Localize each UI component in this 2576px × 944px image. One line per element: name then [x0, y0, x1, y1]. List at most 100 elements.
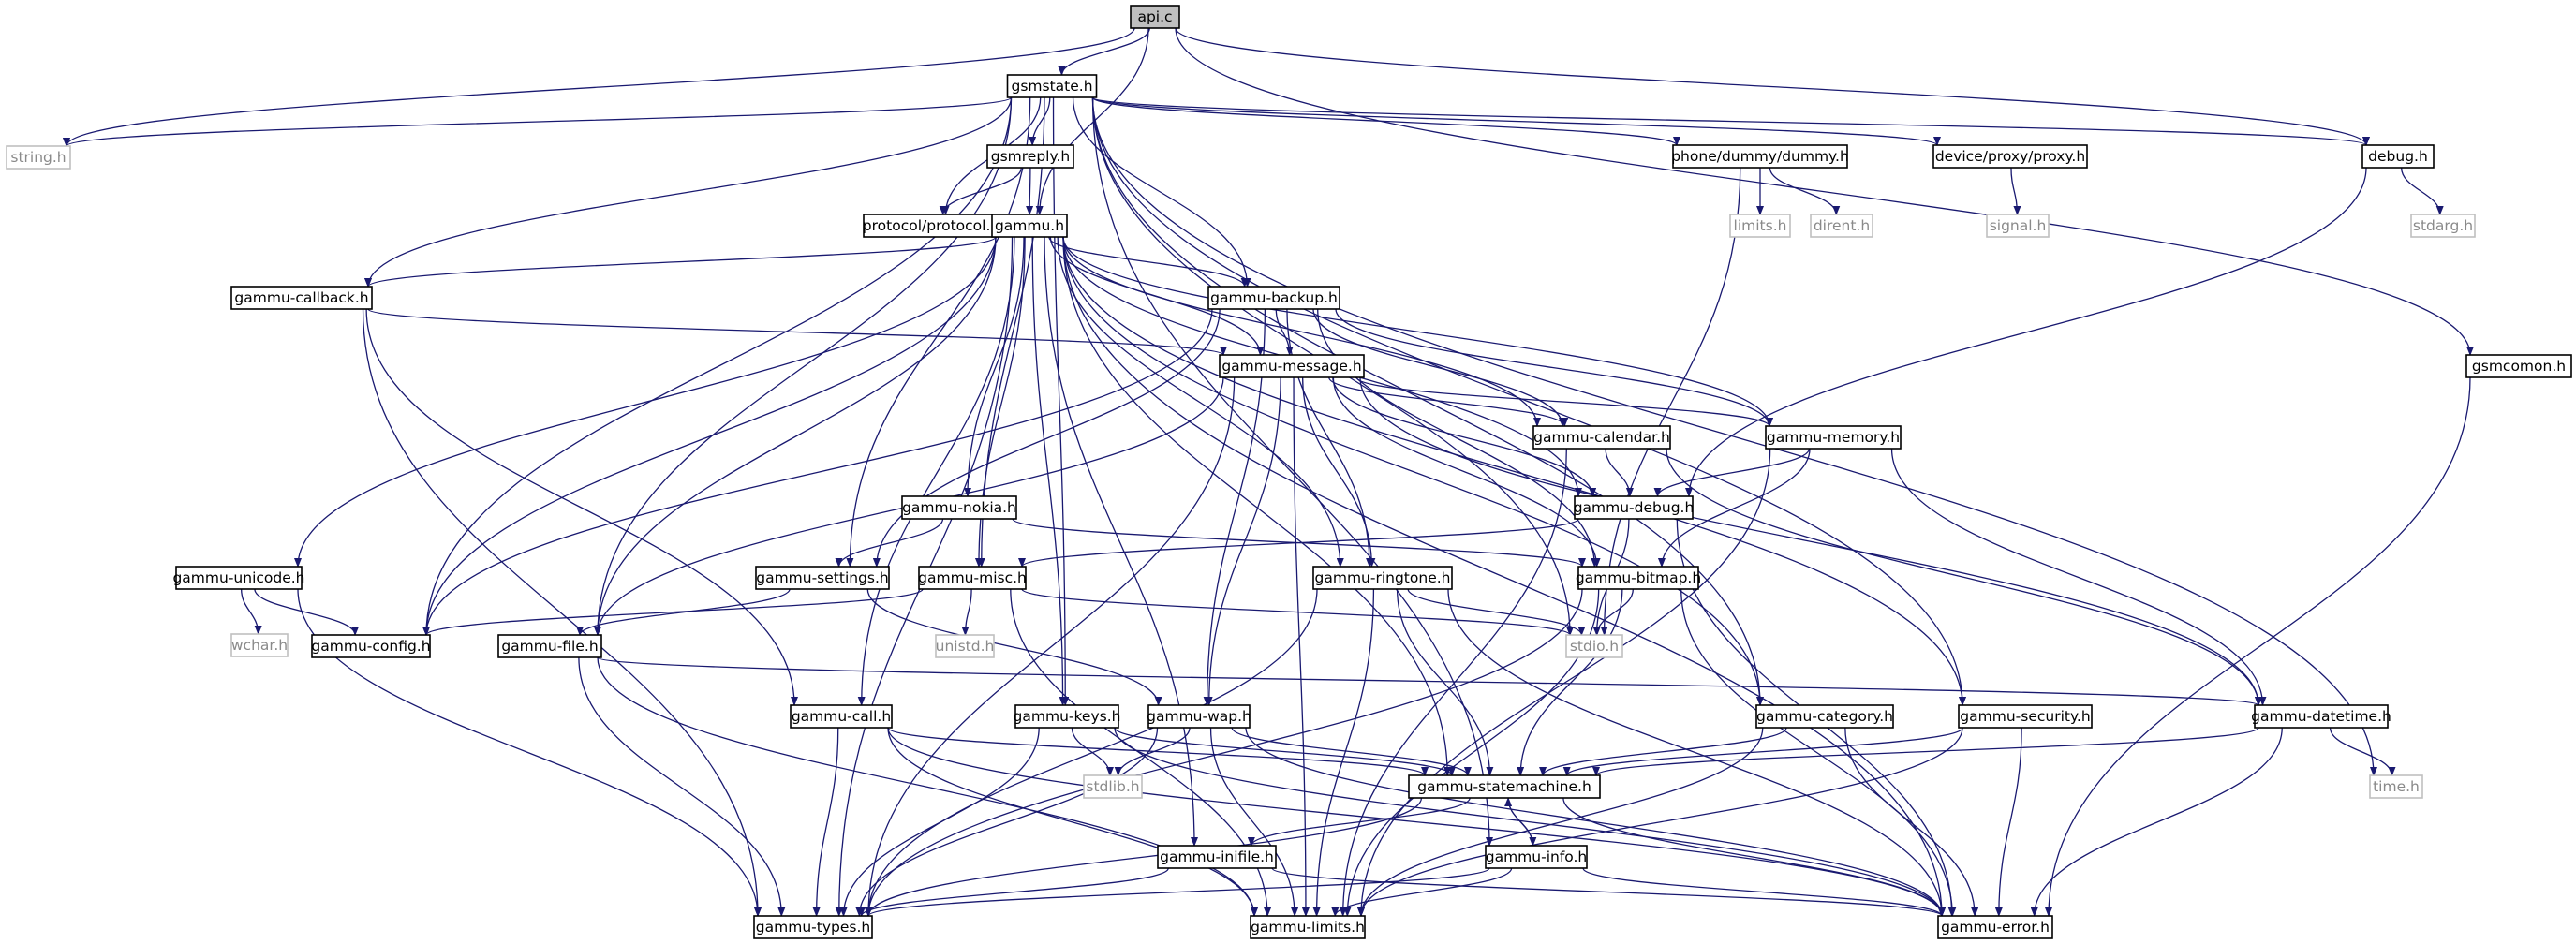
node-gammu-debug-h[interactable]: gammu-debug.h — [1574, 495, 1695, 520]
node-gammu-calendar-h[interactable]: gammu-calendar.h — [1532, 425, 1671, 450]
edge-gammu_call_h-to-gammu_statemachine_h — [887, 727, 1429, 776]
edge-gammu_h-to-gammu_call_h — [857, 236, 1015, 706]
node-gsmcomon-h[interactable]: gsmcomon.h — [2465, 354, 2572, 378]
node-box — [497, 634, 602, 658]
node-gammu-statemachine-h[interactable]: gammu-statemachine.h — [1408, 774, 1601, 799]
edge-gammu_backup_h-to-gammu_config_h — [422, 308, 1213, 636]
node-label: protocol/protocol.h — [863, 217, 999, 234]
edge-gsmstate_h-to-gammu_info_h — [1091, 96, 1493, 847]
edge-gammu_h-to-gammu_config_h — [422, 236, 997, 636]
node-label: gammu-memory.h — [1767, 429, 1900, 446]
edge-gammu_backup_h-to-gammu_calendar_h — [1312, 308, 1566, 427]
node-box — [1157, 845, 1277, 869]
node-box — [1006, 74, 1098, 98]
node-gammu-security-h[interactable]: gammu-security.h — [1958, 704, 2093, 729]
node-gammu-types-h[interactable]: gammu-types.h — [753, 915, 873, 939]
node-protocol-h[interactable]: protocol/protocol.h — [863, 214, 999, 238]
edge-gammu_keys_h-to-gammu_error_h — [1114, 727, 1946, 917]
node-label: gammu-inifile.h — [1160, 848, 1274, 865]
edge-gammu_call_h-to-gammu_error_h — [887, 727, 1946, 917]
node-gammu-config-h[interactable]: gammu-config.h — [311, 634, 431, 658]
edge-gsmstate_h-to-gammu_misc_h — [977, 96, 1045, 568]
node-gammu-limits-h[interactable]: gammu-limits.h — [1250, 915, 1366, 939]
edge-debug_h-to-gammu_debug_h — [1685, 167, 2367, 497]
node-phone-dummy-h[interactable]: phone/dummy/dummy.h — [1671, 144, 1849, 169]
edge-gsmstate_h-to-gammu_settings_h — [846, 96, 1031, 568]
node-gammu-keys-h[interactable]: gammu-keys.h — [1014, 704, 1121, 729]
edge-gammu_debug_h-to-gammu_misc_h — [1018, 518, 1579, 568]
node-box — [1574, 495, 1694, 520]
node-gammu-backup-h[interactable]: gammu-backup.h — [1207, 286, 1340, 310]
edge-gammu_category_h-to-gammu_error_h — [1844, 727, 1979, 917]
node-gammu-settings-h[interactable]: gammu-settings.h — [755, 566, 890, 590]
node-gammu-error-h[interactable]: gammu-error.h — [1937, 915, 2053, 939]
node-device-proxy-h[interactable]: device/proxy/proxy.h — [1932, 144, 2088, 169]
node-box — [2465, 354, 2572, 378]
node-gammu-memory-h[interactable]: gammu-memory.h — [1765, 425, 1902, 450]
node-unistd-h: unistd.h — [935, 634, 995, 658]
edge-gsmstate_h-to-gsmreply_h — [1029, 96, 1051, 146]
node-label: gammu-message.h — [1221, 358, 1361, 375]
node-gammu-category-h[interactable]: gammu-category.h — [1755, 704, 1894, 729]
edge-gammu_memory_h-to-gammu_datetime_h — [1890, 448, 2267, 706]
node-gammu-callback-h[interactable]: gammu-callback.h — [230, 286, 373, 310]
edge-gsmcomon_h-to-gammu_error_h — [2045, 376, 2471, 917]
node-gammu-message-h[interactable]: gammu-message.h — [1219, 354, 1365, 378]
node-label: gammu-file.h — [501, 638, 598, 655]
edge-gsmstate_h-to-gammu_file_h — [594, 96, 1013, 636]
edge-gammu_message_h-to-gammu_ringtone_h — [1301, 376, 1376, 568]
node-box — [1485, 845, 1588, 869]
node-api-c[interactable]: api.c — [1130, 5, 1180, 29]
edge-gammu_message_h-to-gammu_types_h — [865, 376, 1236, 917]
edge-gammu_bitmap_h-to-gammu_types_h — [865, 588, 1583, 917]
node-gammu-wap-h[interactable]: gammu-wap.h — [1147, 704, 1251, 729]
node-label: gammu-limits.h — [1251, 919, 1365, 936]
edge-gammu_callback_h-to-gammu_types_h — [362, 308, 762, 917]
node-gsmstate-h[interactable]: gsmstate.h — [1006, 74, 1098, 98]
node-gammu-h[interactable]: gammu.h — [991, 214, 1068, 238]
edge-gammu_unicode_h-to-wchar_h — [240, 588, 262, 635]
node-box — [1130, 5, 1180, 29]
edge-gsmstate_h-to-gammu_security_h — [1091, 96, 1966, 706]
node-label: time.h — [2373, 778, 2420, 795]
node-box — [311, 634, 431, 658]
edge-gammu_calendar_h-to-gammu_debug_h — [1605, 448, 1634, 497]
node-label: gsmstate.h — [1011, 78, 1092, 95]
edge-gammu_h-to-gammu_security_h — [1062, 236, 1966, 706]
edge-gammu_info_h-to-gammu_types_h — [865, 867, 1490, 917]
node-gammu-ringtone-h[interactable]: gammu-ringtone.h — [1312, 566, 1453, 590]
node-box — [2254, 704, 2389, 729]
edge-gammu_ringtone_h-to-gammu_statemachine_h — [1396, 588, 1494, 776]
edge-gammu_info_h-to-gammu_error_h — [1582, 867, 1946, 917]
node-gammu-inifile-h[interactable]: gammu-inifile.h — [1157, 845, 1277, 869]
edge-layer — [63, 27, 2474, 917]
edge-gammu_h-to-gammu_error_h — [1062, 236, 1946, 917]
edge-gammu_datetime_h-to-gammu_statemachine_h — [1592, 727, 2259, 776]
node-gammu-bitmap-h[interactable]: gammu-bitmap.h — [1576, 566, 1701, 590]
edge-gammu_nokia_h-to-gammu_settings_h — [835, 518, 944, 568]
node-label: dirent.h — [1814, 217, 1870, 234]
node-gammu-datetime-h[interactable]: gammu-datetime.h — [2251, 704, 2391, 729]
node-time-h: time.h — [2369, 774, 2423, 799]
node-gammu-info-h[interactable]: gammu-info.h — [1485, 845, 1588, 869]
node-string-h: string.h — [6, 145, 71, 170]
node-gammu-misc-h[interactable]: gammu-misc.h — [918, 566, 1027, 590]
node-box — [1765, 425, 1902, 450]
node-gammu-call-h[interactable]: gammu-call.h — [790, 704, 893, 729]
edge-gammu_h-to-gammu_inifile_h — [1044, 236, 1198, 847]
node-debug-h[interactable]: debug.h — [2361, 144, 2435, 169]
node-box — [1986, 214, 2050, 238]
node-gammu-nokia-h[interactable]: gammu-nokia.h — [901, 495, 1017, 520]
node-box — [1810, 214, 1873, 238]
node-label: gammu-unicode.h — [172, 569, 304, 586]
node-gsmreply-h[interactable]: gsmreply.h — [986, 144, 1074, 169]
edge-gammu_bitmap_h-to-gammu_statemachine_h — [1517, 588, 1623, 776]
node-box — [755, 566, 890, 590]
node-gammu-file-h[interactable]: gammu-file.h — [497, 634, 602, 658]
edge-gammu_message_h-to-gammu_bitmap_h — [1332, 376, 1601, 568]
edge-gammu_backup_h-to-gammu_message_h — [1275, 308, 1294, 356]
edge-gammu_backup_h-to-gammu_memory_h — [1335, 308, 1773, 427]
edge-gammu_keys_h-to-stdlib_h — [1071, 727, 1114, 776]
edge-gsmreply_h-to-protocol_h — [939, 167, 1022, 215]
node-gammu-unicode-h[interactable]: gammu-unicode.h — [172, 566, 305, 590]
